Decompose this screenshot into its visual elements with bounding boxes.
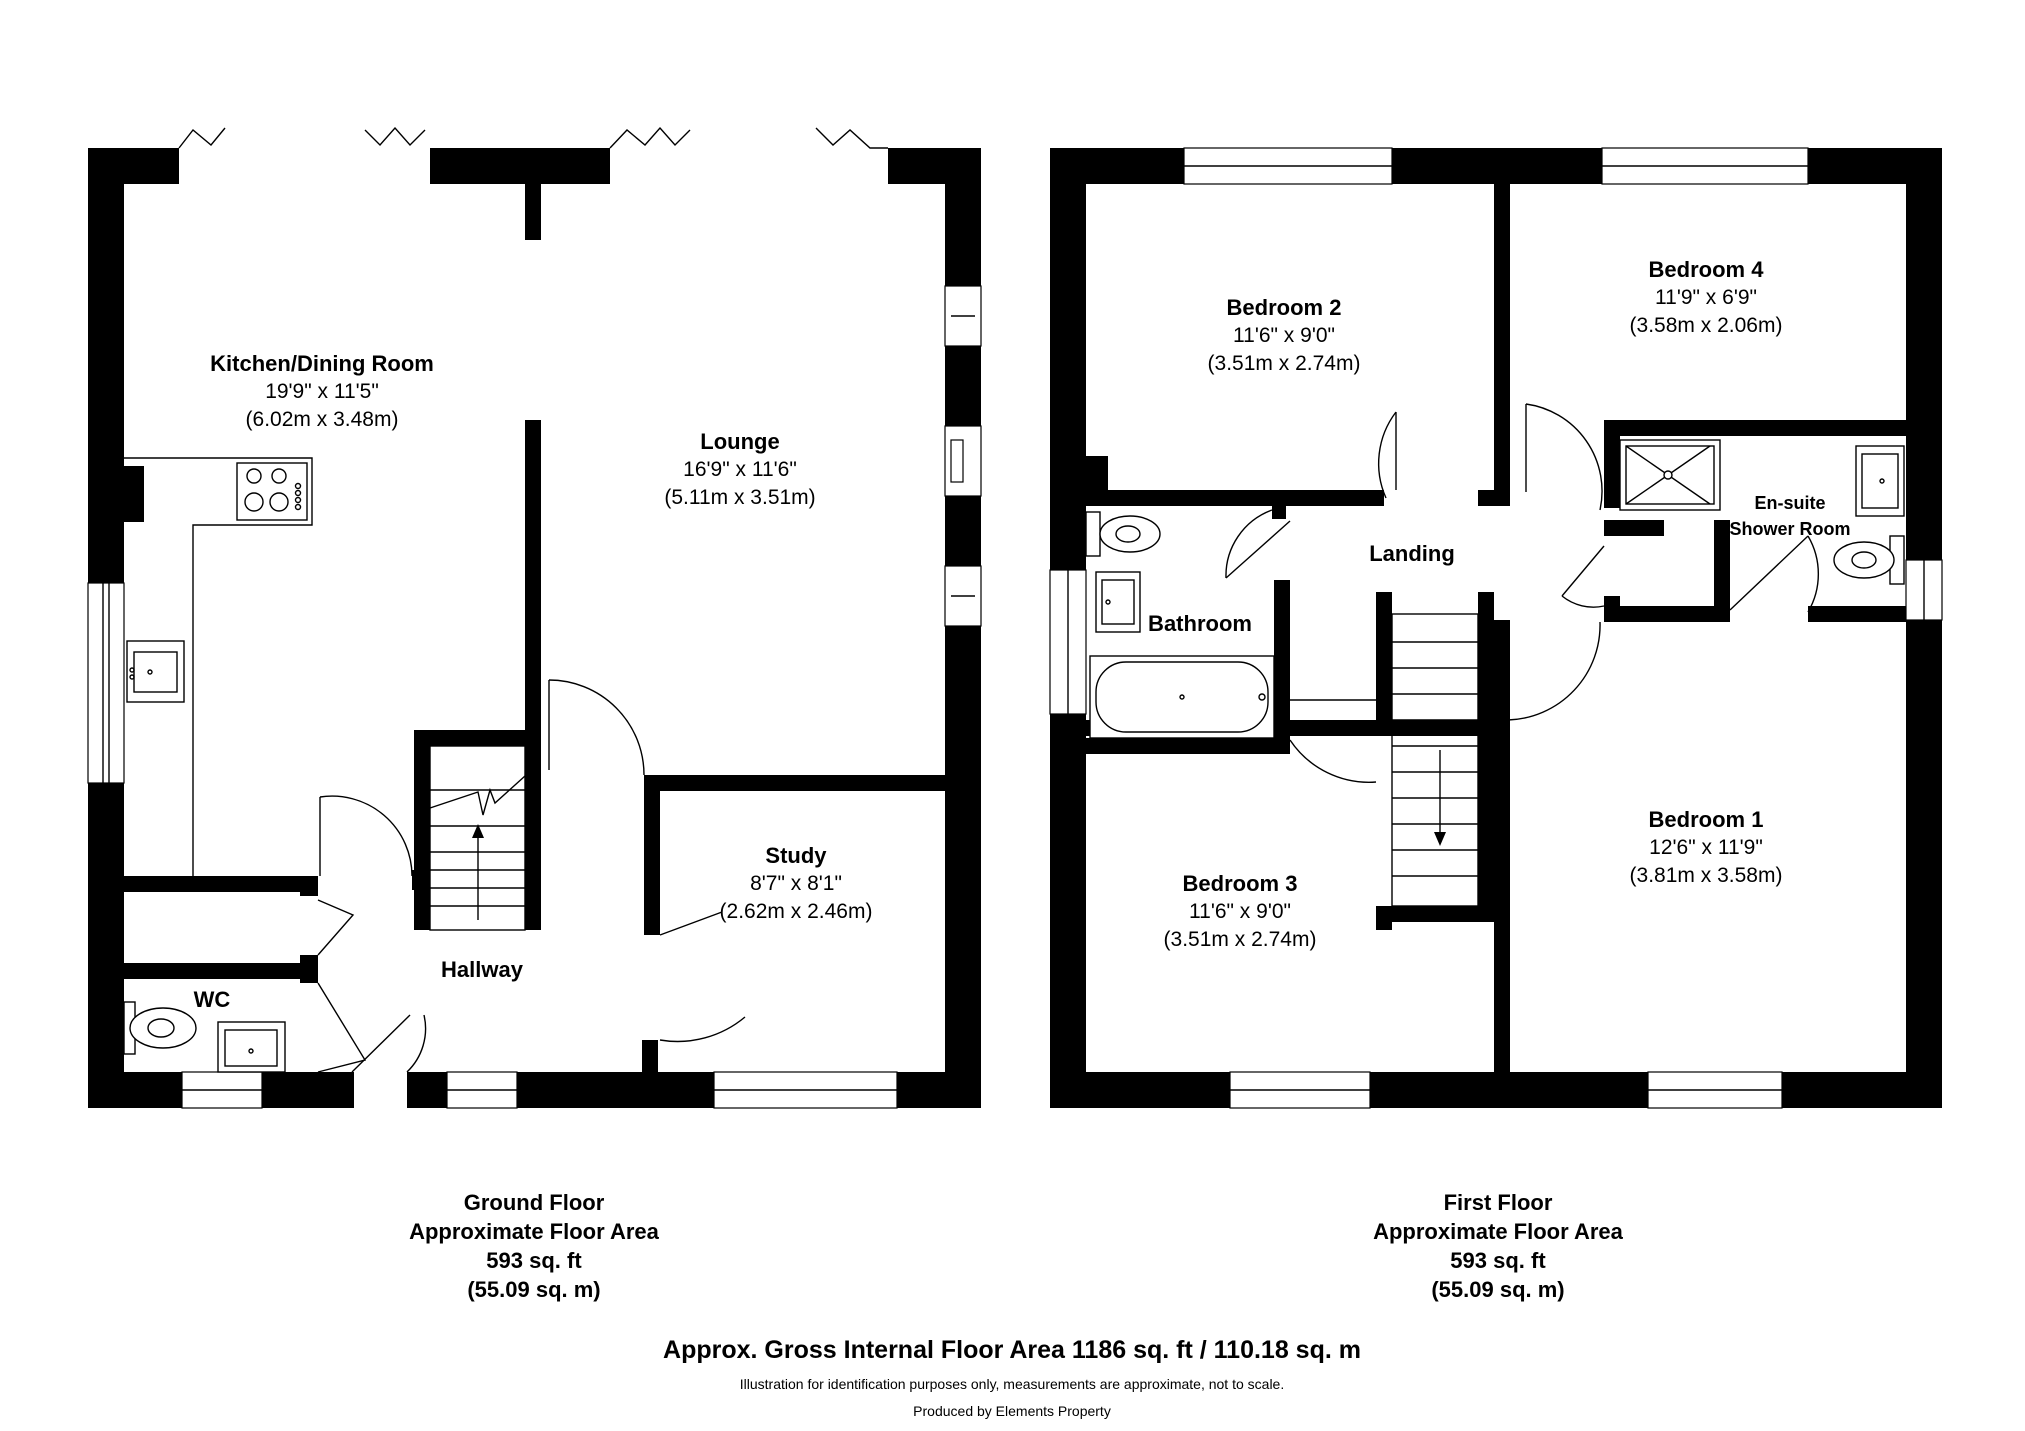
room-dim-metric: (6.02m x 3.48m) [245, 408, 399, 431]
ensuite-fittings [1619, 439, 1905, 585]
disclaimer: Illustration for identification purposes… [739, 1376, 1285, 1392]
room-dim-metric: (2.62m x 2.46m) [719, 900, 873, 923]
room-name: Study [765, 843, 827, 868]
area-subtitle: Approximate Floor Area [409, 1219, 659, 1244]
room-name: Kitchen/Dining Room [210, 351, 434, 376]
room-label-ensuite: En-suite Shower Room [1729, 490, 1850, 542]
first-floor-stairs [1391, 613, 1479, 907]
room-label-bathroom: Bathroom [1148, 610, 1252, 638]
room-label-bedroom1: Bedroom 1 12'6" x 11'9" (3.81m x 3.58m) [1630, 806, 1783, 890]
room-label-wc: WC [194, 986, 231, 1014]
kitchen-fittings [124, 457, 313, 876]
area-subtitle: Approximate Floor Area [1373, 1219, 1623, 1244]
room-label-bedroom3: Bedroom 3 11'6" x 9'0" (3.51m x 2.74m) [1164, 870, 1317, 954]
area-title: First Floor [1443, 1190, 1553, 1215]
room-dim-imperial: 11'6" x 9'0" [1189, 900, 1291, 923]
ground-floor-bifold-doors [178, 126, 888, 149]
room-name: Bedroom 2 [1226, 295, 1342, 320]
area-sqm: (55.09 sq. m) [1431, 1277, 1565, 1302]
room-name: Bathroom [1148, 611, 1252, 636]
room-dim-metric: (3.58m x 2.06m) [1629, 314, 1783, 337]
room-dim-imperial: 12'6" x 11'9" [1649, 836, 1763, 859]
room-label-kitchen-dining: Kitchen/Dining Room 19'9" x 11'5" (6.02m… [210, 350, 434, 434]
ground-floor-doors [317, 679, 746, 1073]
room-label-lounge: Lounge 16'9" x 11'6" (5.11m x 3.51m) [664, 428, 815, 512]
room-dim-metric: (5.11m x 3.51m) [664, 486, 816, 509]
first-floor-area: First Floor Approximate Floor Area 593 s… [1373, 1188, 1623, 1304]
room-dim-metric: (3.51m x 2.74m) [1163, 928, 1317, 951]
area-title: Ground Floor [463, 1190, 605, 1215]
area-sqft: 593 sq. ft [1450, 1248, 1546, 1273]
area-sqft: 593 sq. ft [486, 1248, 582, 1273]
ground-floor-plan [87, 126, 982, 1109]
bathroom-fittings [1085, 511, 1290, 754]
room-name-line2: Shower Room [1729, 519, 1851, 539]
ground-floor-stairs [414, 730, 526, 931]
room-name: WC [193, 987, 231, 1012]
room-label-bedroom4: Bedroom 4 11'9" x 6'9" (3.58m x 2.06m) [1630, 256, 1783, 340]
producer-credit: Produced by Elements Property [913, 1403, 1111, 1419]
room-name: Bedroom 4 [1648, 257, 1764, 282]
room-dim-imperial: 16'9" x 11'6" [683, 458, 797, 481]
first-floor-windows [1049, 147, 1943, 1109]
wc-fittings [123, 1001, 286, 1073]
room-name-line1: En-suite [1754, 493, 1826, 513]
room-label-hallway: Hallway [441, 956, 523, 984]
room-dim-imperial: 8'7" x 8'1" [750, 872, 842, 895]
room-label-study: Study 8'7" x 8'1" (2.62m x 2.46m) [720, 842, 873, 926]
first-floor-plan [1049, 147, 1943, 1109]
ground-floor-windows [87, 285, 982, 1109]
area-sqm: (55.09 sq. m) [467, 1277, 601, 1302]
room-dim-imperial: 19'9" x 11'5" [265, 380, 379, 403]
ground-floor-outer-walls [88, 148, 981, 1108]
first-floor-outer-walls [1050, 148, 1942, 1108]
room-name: Landing [1369, 541, 1455, 566]
room-name: Hallway [441, 957, 523, 982]
room-label-bedroom2: Bedroom 2 11'6" x 9'0" (3.51m x 2.74m) [1208, 294, 1361, 378]
room-dim-imperial: 11'9" x 6'9" [1655, 286, 1757, 309]
room-name: Lounge [700, 429, 780, 454]
room-dim-metric: (3.81m x 3.58m) [1629, 864, 1783, 887]
room-dim-metric: (3.51m x 2.74m) [1207, 352, 1361, 375]
room-label-landing: Landing [1369, 540, 1455, 568]
room-name: Bedroom 3 [1182, 871, 1298, 896]
room-name: Bedroom 1 [1648, 807, 1764, 832]
ground-floor-area: Ground Floor Approximate Floor Area 593 … [409, 1188, 659, 1304]
room-dim-imperial: 11'6" x 9'0" [1233, 324, 1335, 347]
total-floor-area: Approx. Gross Internal Floor Area 1186 s… [663, 1336, 1361, 1364]
first-floor-doors [1225, 403, 1820, 783]
